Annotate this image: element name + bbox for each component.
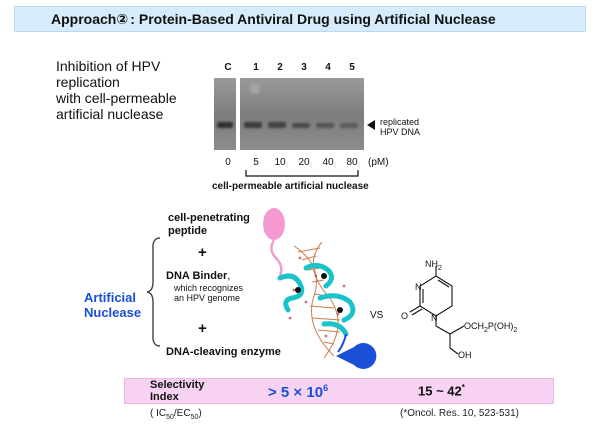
lane-label-2: 2: [277, 62, 283, 73]
title-text: Protein-Based Antiviral Drug using Artif…: [138, 11, 496, 27]
nuclease-structure-illustration: [263, 208, 377, 369]
molecule-structure: [409, 266, 465, 355]
side-chain-text: OCH: [464, 321, 484, 331]
nh2-text: NH: [425, 259, 438, 269]
lane-label-3: 3: [301, 62, 307, 73]
nh2-sub: 2: [438, 264, 442, 272]
footnote-reference: (*Oncol. Res. 10, 523-531): [400, 408, 519, 419]
gel-control-panel: [214, 78, 236, 150]
desc-line-4: artificial nuclease: [56, 106, 164, 122]
lane-bracket: [245, 170, 359, 177]
inhibition-description: Inhibition of HPV replication with cell-…: [56, 58, 177, 122]
selectivity-value-drug-text: 15 ~ 42: [418, 383, 462, 399]
band-lane-4: [316, 123, 334, 128]
ec-sub: 50: [190, 414, 199, 421]
conc-40: 40: [322, 157, 334, 168]
selectivity-value-nuclease: > 5 × 106: [268, 383, 328, 401]
conc-0: 0: [225, 157, 231, 168]
conc-10: 10: [274, 157, 286, 168]
binder-comma: ,: [227, 270, 231, 282]
desc-line-2: replication: [56, 74, 120, 90]
lane-label-5: 5: [349, 62, 355, 73]
gel-smear: [250, 84, 260, 94]
zinc-ion-3: [337, 307, 343, 313]
component-enzyme: DNA-cleaving enzyme: [166, 346, 281, 358]
cpp-line1: cell-penetrating: [168, 212, 250, 224]
selectivity-value-nuclease-exp: 6: [323, 383, 329, 393]
side-chain-sub: 2: [484, 326, 488, 334]
selectivity-value-drug: 15 ~ 42*: [418, 383, 465, 398]
artificial-nuclease-label: Artificial Nuclease: [84, 290, 141, 320]
cleaving-enzyme-shape: [336, 343, 377, 369]
band-lane-2: [268, 122, 286, 128]
component-binder: DNA Binder, which recognizes an HPV geno…: [166, 270, 243, 303]
ic-mid: /EC: [173, 408, 191, 419]
artificial-line2: Nuclease: [84, 305, 142, 320]
selectivity-value-drug-mark: *: [461, 383, 465, 392]
cpp-line2: peptide: [168, 225, 208, 237]
selectivity-label: Selectivity Index: [150, 379, 204, 403]
conc-20: 20: [298, 157, 310, 168]
conc-5: 5: [253, 157, 259, 168]
ic-open: ( IC: [150, 408, 167, 419]
molecule-n3: N: [415, 282, 422, 292]
dna-helix: [293, 241, 341, 359]
binder-ribbons: [277, 262, 356, 337]
binder-sub2: an HPV genome: [174, 293, 241, 303]
band-label-line1: replicated: [380, 117, 420, 127]
ic-close: ): [198, 408, 202, 419]
vs-label: VS: [370, 310, 384, 321]
footnote-ic50-ec50: ( IC50/EC50): [150, 408, 202, 421]
conc-80: 80: [346, 157, 358, 168]
desc-line-1: Inhibition of HPV: [56, 58, 161, 74]
selectivity-bar: [124, 378, 554, 404]
desc-line-3: with cell-permeable: [56, 90, 177, 106]
molecule-o: O: [401, 311, 409, 321]
zinc-ion-2: [321, 273, 327, 279]
molecule-oh: OH: [458, 350, 472, 360]
band-lane-3: [292, 123, 310, 128]
molecule-n1: N: [431, 313, 438, 323]
molecule-side-chain: OCH2P(OH)2: [464, 321, 517, 336]
ic-sub: 50: [166, 414, 174, 421]
lane-label-4: 4: [325, 62, 331, 73]
title-colon: :: [130, 11, 135, 27]
band-arrow-icon: [367, 120, 375, 130]
ref-text: Oncol. Res. 10, 523-531): [407, 408, 519, 419]
artificial-line1: Artificial: [84, 290, 137, 305]
title-approach: Approach②: [51, 10, 129, 27]
gel-sample-panel: [240, 78, 364, 150]
ref-mark: (*: [400, 408, 408, 419]
gel-image: [214, 78, 364, 150]
curly-brace: [146, 237, 161, 347]
conc-unit: (pM): [368, 157, 389, 168]
plus-2: +: [198, 320, 207, 337]
lane-label-c: C: [224, 62, 232, 73]
slide-title-bar: Approach② : Protein-Based Antiviral Drug…: [14, 6, 586, 32]
zinc-ion-1: [295, 287, 301, 293]
band-lane-5: [340, 123, 358, 128]
band-label-line2: HPV DNA: [380, 127, 421, 137]
selectivity-label-line2: Index: [150, 391, 179, 403]
component-cpp: cell-penetrating peptide: [168, 212, 250, 238]
binder-sub1: which recognizes: [174, 283, 244, 293]
molecule-nh2: NH2: [425, 259, 442, 274]
selectivity-value-nuclease-text: > 5 × 10: [268, 384, 324, 401]
bracket-label: cell-permeable artificial nuclease: [212, 181, 369, 192]
side-chain-sub2: 2: [513, 326, 518, 334]
side-chain-rest: P(OH): [487, 321, 514, 331]
selectivity-label-line1: Selectivity: [150, 379, 205, 391]
lane-label-1: 1: [253, 62, 259, 73]
band-control: [217, 122, 233, 128]
band-label: replicated HPV DNA: [380, 117, 420, 137]
peptide-balloon: [263, 208, 285, 240]
binder-label: DNA Binder: [166, 270, 228, 282]
plus-1: +: [198, 244, 207, 261]
band-lane-1: [244, 122, 262, 128]
